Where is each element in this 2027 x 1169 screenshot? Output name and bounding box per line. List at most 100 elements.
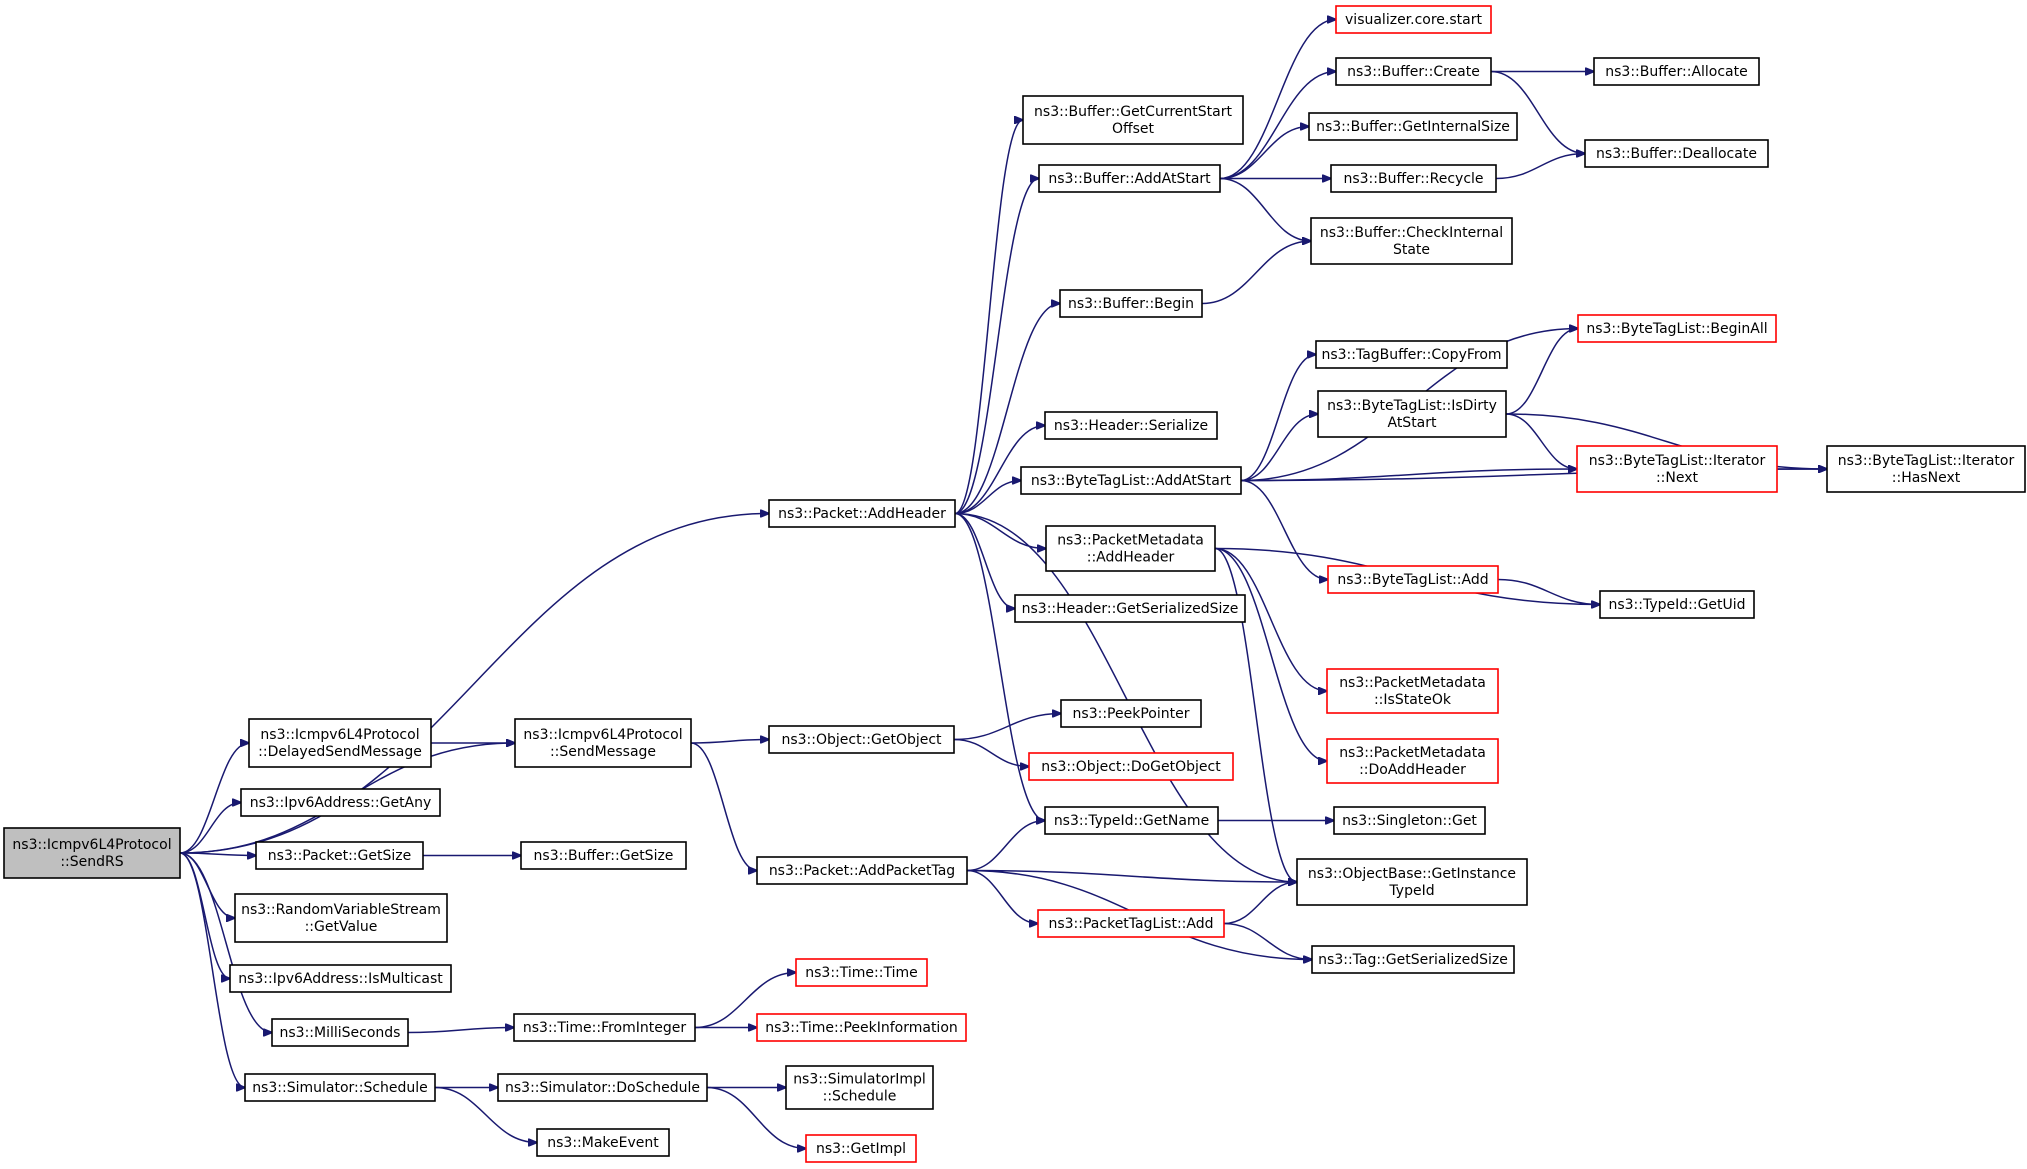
node-getobject[interactable]: ns3::Object::GetObject: [768, 725, 955, 754]
node-box: [1310, 217, 1513, 265]
node-tagbuf_copyfrom[interactable]: ns3::TagBuffer::CopyFrom: [1315, 340, 1508, 369]
node-dogetobject[interactable]: ns3::Object::DoGetObject: [1028, 752, 1234, 781]
node-box: [536, 1128, 670, 1157]
node-getany[interactable]: ns3::Ipv6Address::GetAny: [240, 788, 441, 817]
node-simimpl_schedule[interactable]: ns3::SimulatorImpl::Schedule: [785, 1065, 934, 1110]
node-label: ns3::ByteTagList::IsDirty: [1327, 398, 1497, 414]
edge-path: [954, 512, 1046, 549]
node-vis_start[interactable]: visualizer.core.start: [1335, 5, 1492, 34]
node-rvs_getvalue[interactable]: ns3::RandomVariableStream::GetValue: [234, 893, 448, 943]
node-ismulticast[interactable]: ns3::Ipv6Address::IsMulticast: [229, 964, 452, 993]
node-btl_beginall[interactable]: ns3::ByteTagList::BeginAll: [1577, 314, 1777, 343]
edge-pkt_addheader-to-getinstancetypeid: [954, 512, 1297, 883]
edge-path: [1201, 241, 1311, 305]
node-label: AtStart: [1387, 415, 1437, 431]
node-milliseconds[interactable]: ns3::MilliSeconds: [271, 1018, 409, 1047]
edge-path: [179, 803, 241, 854]
edge-path: [1223, 922, 1312, 960]
node-fromint[interactable]: ns3::Time::FromInteger: [513, 1013, 696, 1042]
nodes-layer: ns3::Icmpv6L4Protocol::SendRS ns3::Icmpv6…: [3, 5, 2026, 1163]
node-hdr_serialize[interactable]: ns3::Header::Serialize: [1044, 411, 1218, 440]
node-box: [3, 827, 181, 879]
node-box: [1326, 668, 1499, 714]
node-singleton_get[interactable]: ns3::Singleton::Get: [1333, 806, 1486, 835]
node-btl_add[interactable]: ns3::ByteTagList::Add: [1327, 565, 1499, 594]
node-label: ns3::Simulator::DoSchedule: [505, 1080, 700, 1096]
node-label: ns3::Time::PeekInformation: [765, 1020, 958, 1036]
node-buf_addatstart[interactable]: ns3::Buffer::AddAtStart: [1038, 164, 1221, 193]
node-btl_iter_next[interactable]: ns3::ByteTagList::Iterator::Next: [1576, 445, 1778, 493]
node-typeid_getname[interactable]: ns3::TypeId::GetName: [1044, 806, 1219, 835]
node-sim_doschedule[interactable]: ns3::Simulator::DoSchedule: [497, 1073, 708, 1102]
node-sendrs[interactable]: ns3::Icmpv6L4Protocol::SendRS: [3, 827, 181, 879]
node-label: ns3::Buffer::GetCurrentStart: [1034, 104, 1232, 120]
node-peekinfo[interactable]: ns3::Time::PeekInformation: [756, 1013, 967, 1042]
edge-milliseconds-to-fromint: [407, 1028, 514, 1034]
edge-pkt_addheader-to-btl_addatstart: [954, 481, 1021, 515]
node-label: State: [1393, 242, 1430, 258]
node-box: [1059, 289, 1203, 318]
node-typeid_getuid[interactable]: ns3::TypeId::GetUid: [1599, 590, 1755, 619]
node-getimpl[interactable]: ns3::GetImpl: [805, 1134, 917, 1163]
node-time_time[interactable]: ns3::Time::Time: [795, 958, 928, 987]
node-box: [1296, 858, 1528, 906]
node-pmd_doaddheader[interactable]: ns3::PacketMetadata::DoAddHeader: [1326, 738, 1499, 784]
edge-path: [1219, 20, 1336, 180]
node-sim_schedule[interactable]: ns3::Simulator::Schedule: [244, 1073, 436, 1102]
node-box: [1044, 806, 1219, 835]
node-label: ns3::Packet::GetSize: [268, 848, 411, 864]
node-label: ns3::Packet::AddHeader: [778, 506, 946, 522]
node-box: [1045, 525, 1216, 572]
node-pmd_isstateok[interactable]: ns3::PacketMetadata::IsStateOk: [1326, 668, 1499, 714]
edge-getobject-to-peekpointer: [953, 714, 1061, 741]
node-buf_recycle[interactable]: ns3::Buffer::Recycle: [1330, 164, 1497, 193]
node-pkt_addheader[interactable]: ns3::Packet::AddHeader: [768, 499, 956, 528]
node-sendmessage[interactable]: ns3::Icmpv6L4Protocol::SendMessage: [514, 718, 692, 768]
edge-path: [1219, 127, 1309, 180]
node-makeevent[interactable]: ns3::MakeEvent: [536, 1128, 670, 1157]
edge-path: [690, 740, 769, 744]
node-box: [1060, 699, 1202, 728]
edge-buf_addatstart-to-vis_start: [1219, 20, 1336, 180]
edge-path: [954, 512, 1045, 821]
node-delayedsend[interactable]: ns3::Icmpv6L4Protocol::DelayedSendMessag…: [248, 718, 432, 768]
node-buf_dealloc[interactable]: ns3::Buffer::Deallocate: [1584, 139, 1769, 168]
edge-fromint-to-time_time: [694, 973, 796, 1029]
node-box: [514, 718, 692, 768]
node-buf_begin[interactable]: ns3::Buffer::Begin: [1059, 289, 1203, 318]
node-label: ns3::RandomVariableStream: [241, 902, 441, 918]
node-buf_allocate[interactable]: ns3::Buffer::Allocate: [1593, 57, 1760, 86]
node-box: [248, 718, 432, 768]
node-btl_iter_hasnext[interactable]: ns3::ByteTagList::Iterator::HasNext: [1826, 445, 2026, 493]
node-hdr_getsersize[interactable]: ns3::Header::GetSerializedSize: [1014, 594, 1246, 623]
edge-path: [179, 852, 245, 1088]
edge-path: [1505, 413, 1577, 469]
node-btl_addatstart[interactable]: ns3::ByteTagList::AddAtStart: [1020, 466, 1242, 495]
node-peekpointer[interactable]: ns3::PeekPointer: [1060, 699, 1202, 728]
edge-sendrs-to-pkt_addheader: [179, 514, 769, 854]
node-box: [271, 1018, 409, 1047]
node-pmd_addheader[interactable]: ns3::PacketMetadata::AddHeader: [1045, 525, 1216, 572]
node-addpackettag[interactable]: ns3::Packet::AddPacketTag: [756, 856, 968, 885]
edge-path: [1214, 547, 1297, 883]
edge-path: [1505, 329, 1578, 415]
node-label: ns3::Ipv6Address::IsMulticast: [238, 971, 443, 987]
node-tag_getsersize[interactable]: ns3::Tag::GetSerializedSize: [1311, 945, 1515, 974]
edge-path: [179, 852, 230, 979]
edge-path: [1240, 414, 1318, 482]
node-label: ns3::Buffer::GetSize: [534, 848, 674, 864]
edge-buf_create-to-buf_dealloc: [1490, 70, 1585, 154]
node-ptaglist_add[interactable]: ns3::PacketTagList::Add: [1037, 909, 1225, 938]
node-label: ns3::Ipv6Address::GetAny: [250, 795, 432, 811]
node-box: [229, 964, 452, 993]
node-buf_getsize[interactable]: ns3::Buffer::GetSize: [520, 841, 687, 870]
node-box: [1576, 445, 1778, 493]
node-label: ns3::PacketMetadata: [1339, 675, 1486, 691]
node-buf_create[interactable]: ns3::Buffer::Create: [1335, 57, 1492, 86]
node-pkt_getsize[interactable]: ns3::Packet::GetSize: [255, 841, 424, 870]
node-buf_getintsize[interactable]: ns3::Buffer::GetInternalSize: [1308, 112, 1518, 141]
